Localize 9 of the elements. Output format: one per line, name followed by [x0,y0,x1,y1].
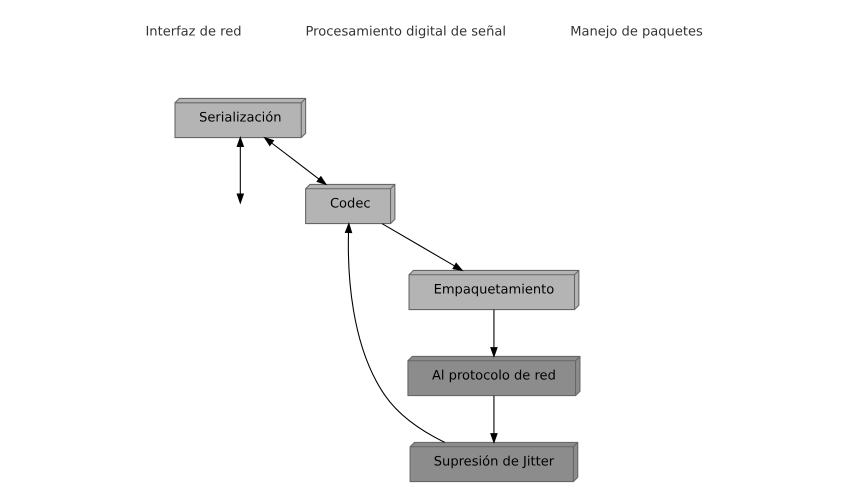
arrow [344,222,444,443]
arrow [490,396,498,444]
label: Procesamiento digital de señal [305,24,506,40]
label: Interfaz de red [144,24,242,40]
arrow [262,136,327,186]
arrow [381,223,464,272]
arrow [236,136,244,204]
label: Manejo de paquetes [570,24,702,40]
arrow [490,310,498,358]
